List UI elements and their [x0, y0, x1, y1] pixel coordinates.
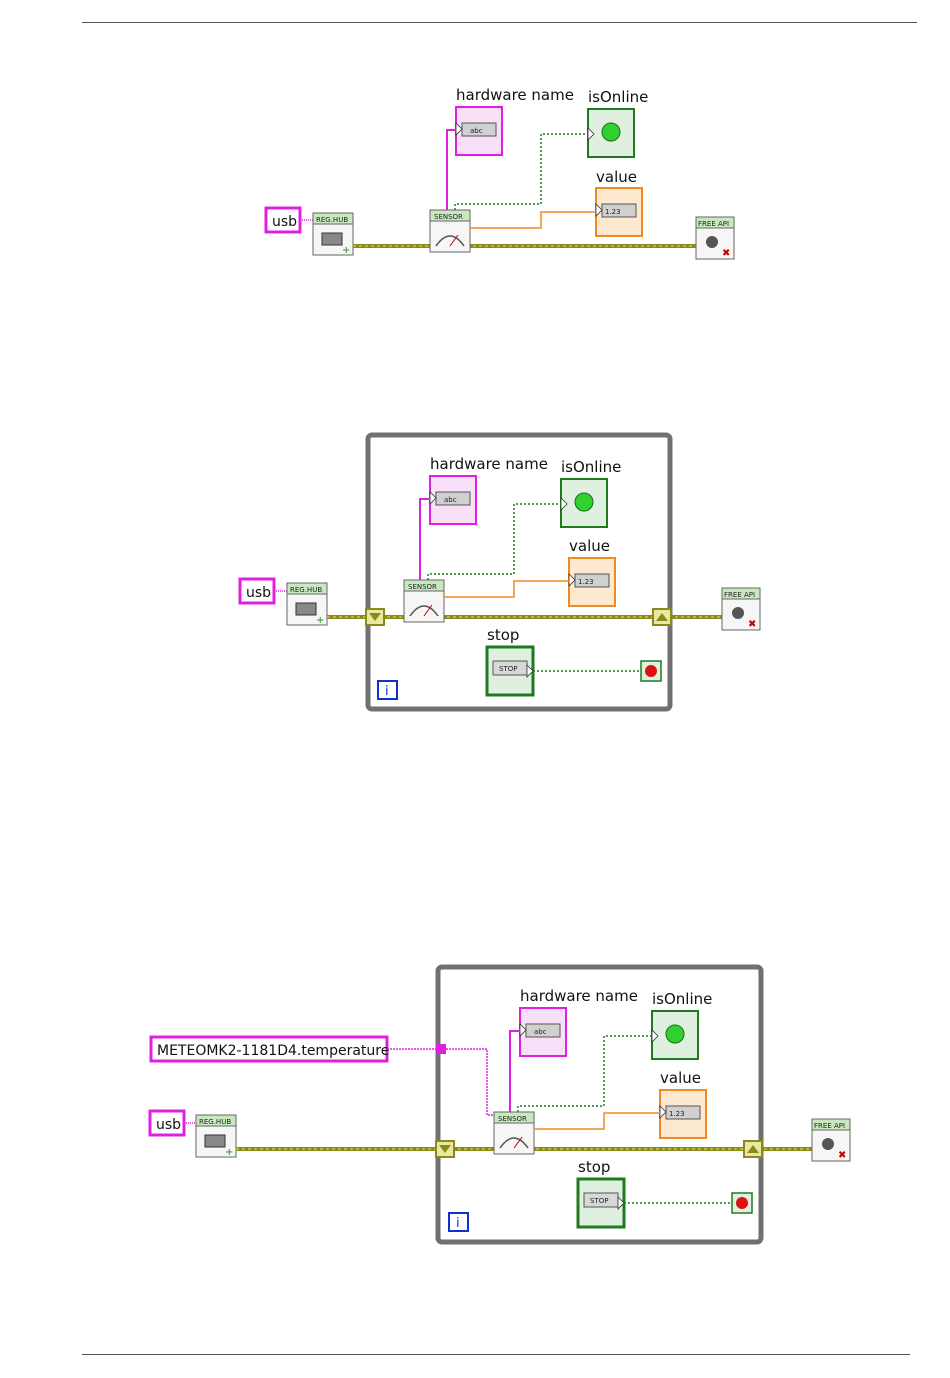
isonline-indicator[interactable] — [652, 1011, 698, 1059]
green-led-icon — [602, 123, 620, 141]
shift-register-left[interactable] — [366, 609, 384, 625]
octopus-icon — [706, 236, 718, 248]
stop-control[interactable]: STOP — [578, 1179, 624, 1227]
abc-text: abc — [534, 1028, 547, 1036]
iteration-text: i — [456, 1216, 460, 1231]
bottom-rule — [82, 1354, 910, 1355]
sensor-label: SENSOR — [498, 1115, 527, 1123]
diagram-while-loop: usb REG.HUB + SENSOR hardware name abc i… — [0, 425, 950, 720]
stop-sign-icon — [736, 1197, 748, 1209]
hardware-name-indicator[interactable]: abc — [520, 1008, 566, 1056]
freeapi-label: FREE API — [698, 220, 729, 228]
hardware-name-label: hardware name — [430, 455, 548, 473]
reghub-node[interactable]: REG.HUB + — [196, 1115, 236, 1158]
loop-condition-terminal[interactable] — [732, 1193, 752, 1213]
value-indicator[interactable]: 1.23 — [660, 1090, 706, 1138]
usb-constant-text: usb — [156, 1117, 181, 1133]
num-text: 1.23 — [605, 208, 621, 216]
reghub-label: REG.HUB — [290, 586, 322, 594]
freeapi-node[interactable]: FREE API ✖ — [812, 1119, 850, 1161]
close-x-icon: ✖ — [722, 248, 730, 259]
value-label: value — [660, 1069, 701, 1087]
freeapi-label: FREE API — [724, 591, 755, 599]
stop-label: stop — [578, 1158, 610, 1176]
abc-text: abc — [444, 496, 457, 504]
usb-constant-text: usb — [272, 214, 297, 230]
top-rule — [82, 22, 917, 23]
isonline-label: isOnline — [652, 990, 712, 1008]
sensor-node[interactable]: SENSOR — [494, 1112, 534, 1154]
sensor-node[interactable]: SENSOR — [404, 580, 444, 622]
loop-tunnel — [436, 1044, 446, 1054]
iteration-terminal: i — [449, 1213, 468, 1231]
isonline-indicator[interactable] — [588, 109, 634, 157]
freeapi-node[interactable]: FREE API ✖ — [696, 217, 734, 259]
shift-register-right[interactable] — [653, 609, 671, 625]
hardware-name-indicator[interactable]: abc — [430, 476, 476, 524]
reghub-label: REG.HUB — [316, 216, 348, 224]
iteration-text: i — [385, 684, 389, 699]
octopus-icon — [822, 1138, 834, 1150]
reghub-label: REG.HUB — [199, 1118, 231, 1126]
stop-button-text: STOP — [499, 665, 517, 673]
octopus-icon — [732, 607, 744, 619]
reghub-node[interactable]: REG.HUB + — [313, 213, 353, 256]
freeapi-node[interactable]: FREE API ✖ — [722, 588, 760, 630]
value-label: value — [596, 168, 637, 186]
value-indicator[interactable]: 1.23 — [596, 188, 642, 236]
plus-icon: + — [225, 1147, 233, 1158]
hardware-name-indicator[interactable]: abc — [456, 107, 502, 155]
diagram-named-sensor: METEOMK2-1181D4.temperature usb REG.HUB … — [0, 955, 950, 1255]
isonline-indicator[interactable] — [561, 479, 607, 527]
stop-label: stop — [487, 626, 519, 644]
stop-button-text: STOP — [590, 1197, 608, 1205]
usb-plug-icon — [205, 1135, 225, 1147]
usb-plug-icon — [296, 603, 316, 615]
plus-icon: + — [316, 615, 324, 626]
isonline-label: isOnline — [588, 88, 648, 106]
value-indicator[interactable]: 1.23 — [569, 558, 615, 606]
stop-sign-icon — [645, 665, 657, 677]
isonline-label: isOnline — [561, 458, 621, 476]
shift-register-left[interactable] — [436, 1141, 454, 1157]
plus-icon: + — [342, 245, 350, 256]
iteration-terminal: i — [378, 681, 397, 699]
reghub-node[interactable]: REG.HUB + — [287, 583, 327, 626]
usb-constant-text: usb — [246, 585, 271, 601]
green-led-icon — [666, 1025, 684, 1043]
sensor-name-text: METEOMK2-1181D4.temperature — [157, 1043, 389, 1059]
num-text: 1.23 — [669, 1110, 685, 1118]
green-led-icon — [575, 493, 593, 511]
hardware-name-label: hardware name — [456, 86, 574, 104]
hardware-name-label: hardware name — [520, 987, 638, 1005]
sensor-label: SENSOR — [408, 583, 437, 591]
usb-plug-icon — [322, 233, 342, 245]
sensor-node[interactable]: SENSOR — [430, 210, 470, 252]
loop-condition-terminal[interactable] — [641, 661, 661, 681]
close-x-icon: ✖ — [748, 619, 756, 630]
value-label: value — [569, 537, 610, 555]
stop-control[interactable]: STOP — [487, 647, 533, 695]
freeapi-label: FREE API — [814, 1122, 845, 1130]
num-text: 1.23 — [578, 578, 594, 586]
close-x-icon: ✖ — [838, 1150, 846, 1161]
diagram-basic: usb REG.HUB + SENSOR hardware name abc i… — [0, 80, 950, 270]
shift-register-right[interactable] — [744, 1141, 762, 1157]
sensor-label: SENSOR — [434, 213, 463, 221]
abc-text: abc — [470, 127, 483, 135]
